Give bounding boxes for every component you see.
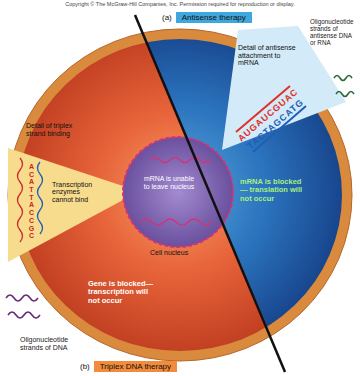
therapy-heading: (b) Triplex DNA therapy	[80, 361, 177, 372]
cell-nucleus: mRNA is unable to leave nucleus	[123, 137, 233, 247]
oligonucleotide-strand	[334, 76, 352, 81]
chromatin-strand	[140, 219, 212, 225]
wedge-text: Transcription enzymes cannot bind	[52, 181, 100, 203]
effect-note: Gene is blocked— transcription will not …	[88, 280, 160, 305]
chromatin-strand	[150, 158, 210, 163]
part-letter: (b)	[80, 362, 90, 371]
nucleus-text: mRNA is unable to leave nucleus	[141, 175, 197, 190]
oligonucleotide-strand	[6, 295, 38, 301]
callout-label: Oligonucleotide strands of DNA	[20, 336, 80, 351]
triplex-sequence: ACATTACCGC	[28, 163, 35, 240]
effect-note: mRNA is blocked— translation will not oc…	[240, 178, 304, 203]
part-label: Cell nucleus	[150, 249, 188, 256]
oligonucleotide-strand	[336, 92, 354, 97]
copyright-notice: Copyright © The McGraw-Hill Companies, I…	[0, 1, 360, 7]
detail-caption: Detail of antisense attachment to mRNA	[238, 44, 302, 67]
callout-label: Oligonucleotide strands of antisense DNA…	[310, 18, 357, 46]
oligonucleotide-strand	[8, 312, 40, 318]
triplex-detail-wedge-shape	[8, 148, 123, 262]
therapy-label-box: Triplex DNA therapy	[94, 361, 177, 372]
detail-caption: Detail of triplex strand binding	[26, 122, 90, 137]
therapy-heading: (a) Antisense therapy	[162, 12, 252, 23]
triplex-strand	[18, 158, 23, 242]
triplex-strand	[38, 162, 43, 234]
triplex-detail-wedge: Detail of triplex strand bindingTranscri…	[8, 118, 128, 264]
nucleus-shape	[123, 137, 233, 247]
part-letter: (a)	[162, 13, 172, 22]
therapy-label-box: Antisense therapy	[176, 12, 252, 23]
